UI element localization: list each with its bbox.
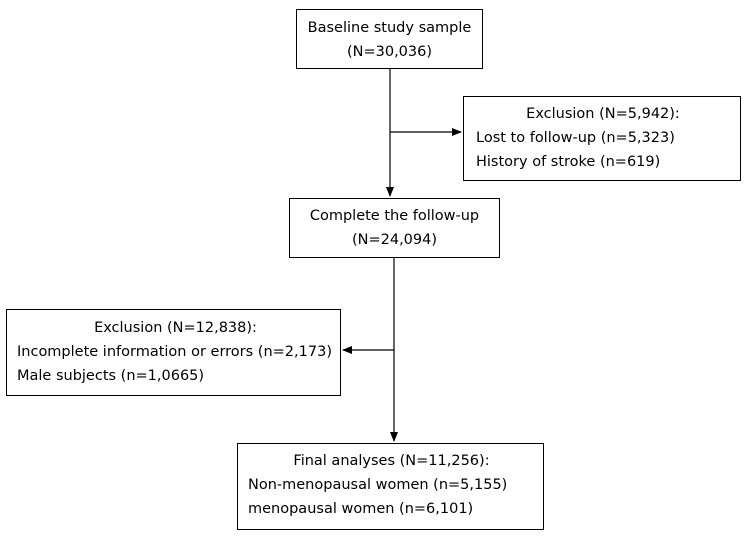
exclusion-1-item: History of stroke (n=619) [476,154,661,170]
complete-box: Complete the follow-up (N=24,094) [289,198,500,258]
exclusion-2-item: Incomplete information or errors (n=2,17… [17,344,332,360]
baseline-count: (N=30,036) [346,44,433,60]
final-item: menopausal women (n=6,101) [248,501,474,517]
baseline-box: Baseline study sample (N=30,036) [296,9,483,69]
exclusion-2-item: Male subjects (n=1,0665) [17,368,205,384]
complete-count: (N=24,094) [351,232,438,248]
final-box: Final analyses (N=11,256): Non-menopausa… [237,443,544,530]
complete-title: Complete the follow-up [309,208,480,224]
baseline-title: Baseline study sample [307,20,472,36]
exclusion-1-box: Exclusion (N=5,942): Lost to follow-up (… [463,96,741,181]
exclusion-1-item: Lost to follow-up (n=5,323) [476,130,675,146]
exclusion-2-box: Exclusion (N=12,838): Incomplete informa… [6,309,341,396]
exclusion-1-title: Exclusion (N=5,942): [526,106,680,122]
final-item: Non-menopausal women (n=5,155) [248,477,508,493]
final-title: Final analyses (N=11,256): [293,453,490,469]
exclusion-2-title: Exclusion (N=12,838): [94,320,257,336]
